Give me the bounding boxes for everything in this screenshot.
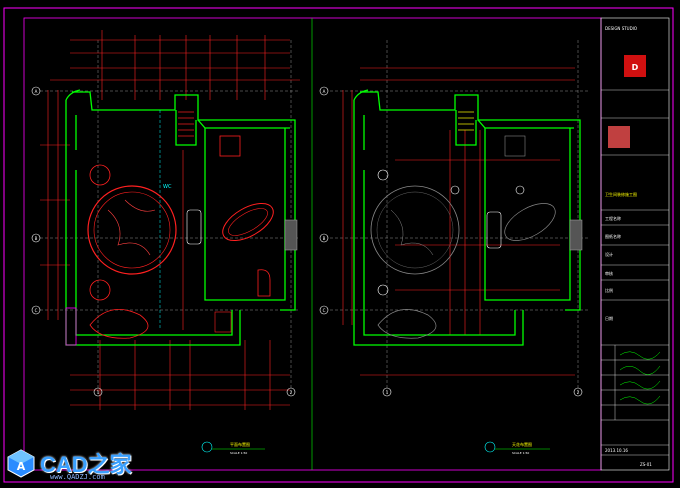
svg-text:D: D bbox=[632, 63, 639, 72]
company-logo bbox=[624, 55, 646, 77]
title-block-company: DESIGN STUDIO bbox=[605, 26, 637, 31]
tb-row-4: 比例 bbox=[605, 287, 613, 293]
title-block-date: 2013.10.16 bbox=[605, 448, 628, 453]
left-floor-plan: WC A B C 1 2 平面布置图 SCALE 1:50 bbox=[31, 30, 300, 455]
title-block-project: 卫生间装修施工图 bbox=[605, 191, 637, 197]
right-ceiling-plan: A B C 1 2 天花布置图 SCALE 1:50 bbox=[319, 40, 590, 455]
right-grid-label-1: 1 bbox=[386, 390, 389, 395]
tb-row-3: 审核 bbox=[605, 270, 613, 276]
left-room-label: WC bbox=[163, 184, 172, 190]
inner-border bbox=[23, 17, 602, 471]
right-grid-label-b: B bbox=[323, 236, 326, 241]
watermark: A CAD之家 www.QADZJ.com bbox=[4, 444, 164, 484]
title-block-sheet: ZS-01 bbox=[640, 462, 652, 467]
left-grid-label-1: 1 bbox=[97, 390, 100, 395]
sheet-border bbox=[3, 7, 674, 483]
title-block: DESIGN STUDIO D 卫生间装修施工图 工程名称 图纸名称 设计 审核… bbox=[600, 17, 670, 471]
right-plan-scale: SCALE 1:50 bbox=[512, 451, 529, 455]
watermark-brand: CAD之家 bbox=[40, 452, 132, 477]
right-grid-label-2: 2 bbox=[577, 390, 580, 395]
left-grid-label-2: 2 bbox=[290, 390, 293, 395]
svg-text:A: A bbox=[17, 460, 26, 473]
tb-row-5: 日期 bbox=[605, 315, 613, 321]
right-grid-label-a: A bbox=[323, 89, 326, 94]
watermark-site: www.QADZJ.com bbox=[50, 473, 105, 481]
left-plan-title: 平面布置图 bbox=[230, 441, 250, 447]
left-grid-label-c: C bbox=[35, 308, 38, 313]
tb-row-0: 工程名称 bbox=[605, 215, 621, 221]
cad-logo-icon: A bbox=[7, 449, 35, 478]
tb-row-2: 设计 bbox=[605, 251, 613, 257]
left-grid-label-b: B bbox=[35, 236, 38, 241]
right-plan-title: 天花布置图 bbox=[512, 441, 532, 447]
tb-row-1: 图纸名称 bbox=[605, 233, 621, 239]
left-grid-label-a: A bbox=[35, 89, 38, 94]
left-plan-scale: SCALE 1:50 bbox=[230, 451, 247, 455]
right-grid-label-c: C bbox=[323, 308, 326, 313]
